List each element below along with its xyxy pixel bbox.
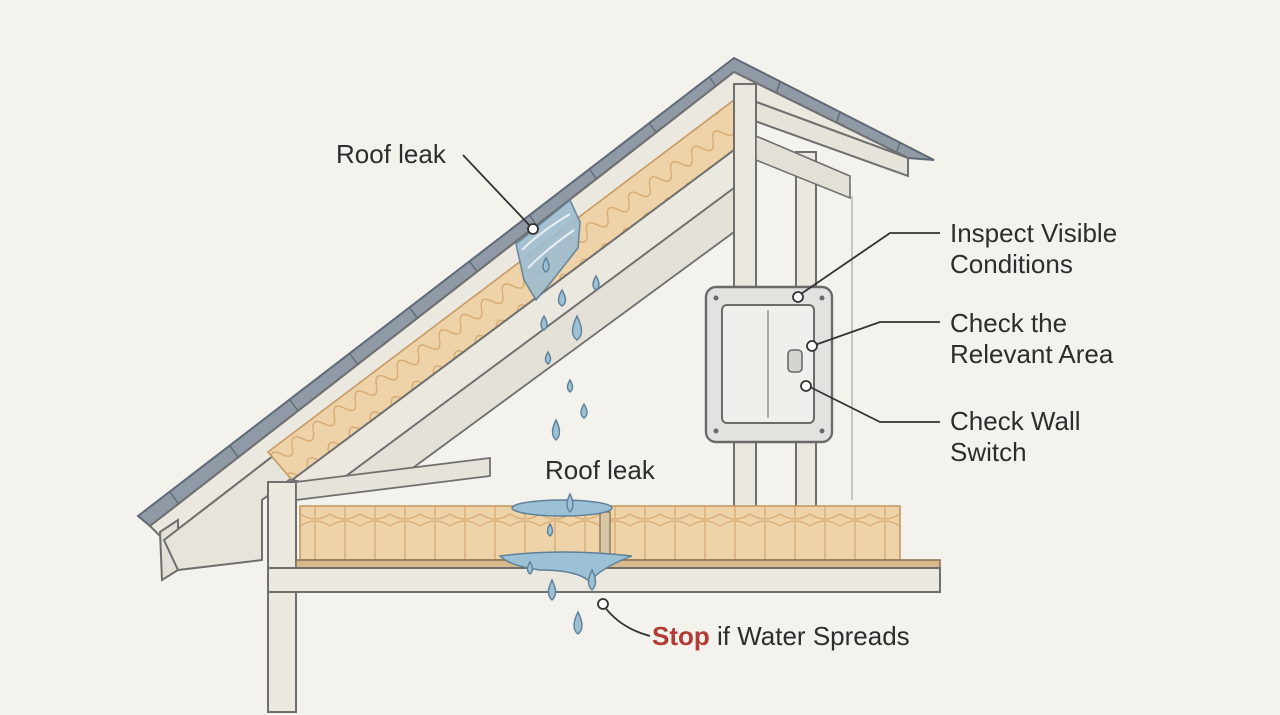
lower-rafter-board (289, 148, 735, 490)
leader-lines (462, 154, 940, 637)
label-inspect-line1: Inspect Visible (950, 218, 1118, 248)
label-check-relevant-area: Check the Relevant Area (950, 308, 1113, 370)
leader-stop (603, 605, 651, 637)
leader-relevant (811, 321, 940, 347)
label-inspect-visible-conditions: Inspect Visible Conditions (950, 218, 1117, 280)
label-relevant-line2: Relevant Area (950, 339, 1114, 369)
top-plate (295, 456, 491, 502)
label-switch-line1: Check Wall (950, 406, 1081, 436)
leader-inspect (797, 232, 940, 297)
roof-leak-patch (515, 198, 581, 302)
floor-joist (267, 567, 941, 593)
stop-word: Stop (652, 621, 710, 651)
water-drop-icon (571, 314, 583, 341)
label-relevant-line1: Check the (950, 308, 1068, 338)
floor-structure (267, 456, 941, 713)
label-inspect-line2: Conditions (950, 249, 1073, 279)
leader-roof-leak-upper (462, 154, 533, 229)
electrical-panel-icon (704, 285, 834, 444)
panel-latch (787, 349, 803, 373)
label-switch-line2: Switch (950, 437, 1027, 467)
leader-dots (527, 223, 818, 610)
puddle-upper (511, 499, 613, 517)
end-wall-post (267, 481, 297, 713)
label-roof-leak-upper: Roof leak (336, 139, 446, 169)
label-roof-leak-lower: Roof leak (545, 455, 655, 485)
water-drops (498, 256, 633, 635)
collar-tie (755, 134, 851, 200)
label-stop-if-water-spreads: Stop if Water Spreads (652, 621, 910, 652)
leader-switch (807, 385, 940, 423)
stop-rest: if Water Spreads (709, 621, 910, 651)
label-check-wall-switch: Check Wall Switch (950, 406, 1081, 468)
